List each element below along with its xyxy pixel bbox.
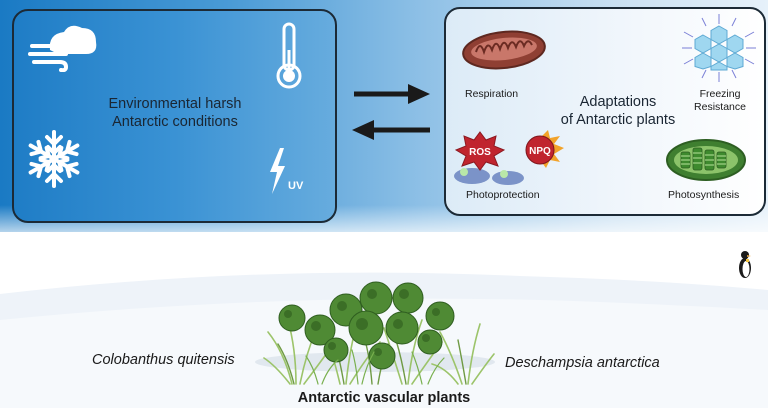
respiration-label: Respiration <box>465 88 519 100</box>
freezing-line2: Resistance <box>694 101 746 113</box>
adaptations-line1: Adaptations <box>579 94 657 110</box>
environment-line2: Antarctic conditions <box>112 114 238 130</box>
environment-title: Environmental harsh Antarctic conditions <box>60 95 290 131</box>
ice-crystal-icon <box>682 14 756 82</box>
photoprotection-icon: ROS NPQ <box>454 130 564 185</box>
chloroplast-icon <box>666 139 746 181</box>
photosynthesis-label: Photosynthesis <box>668 189 740 201</box>
environment-line1: Environmental harsh <box>108 96 242 112</box>
species-right-label: Deschampsia antarctica <box>505 355 660 371</box>
thermometer-icon <box>276 22 302 89</box>
figure-caption: Antarctic vascular plants <box>297 390 471 406</box>
freezing-resistance-label: Freezing Resistance <box>680 88 760 114</box>
cloud-wind-icon <box>28 25 97 72</box>
exchange-arrows <box>352 84 430 140</box>
adaptations-line2: of Antarctic plants <box>560 112 676 128</box>
adaptations-title: Adaptations of Antarctic plants <box>548 93 688 129</box>
arrow-left-icon <box>352 120 430 140</box>
photoprotection-label: Photoprotection <box>466 189 540 201</box>
lightning-uv-icon <box>270 148 285 194</box>
arrow-right-icon <box>354 84 430 104</box>
mitochondrion-icon <box>462 30 546 70</box>
npq-badge: NPQ <box>529 146 551 157</box>
vascular-plants-icon <box>263 281 495 385</box>
ros-badge: ROS <box>469 147 491 158</box>
snowflake-icon <box>28 130 80 188</box>
freezing-line1: Freezing <box>699 88 741 100</box>
uv-label: UV <box>288 180 304 192</box>
penguin-icon <box>739 251 751 278</box>
species-left-label: Colobanthus quitensis <box>92 352 235 368</box>
